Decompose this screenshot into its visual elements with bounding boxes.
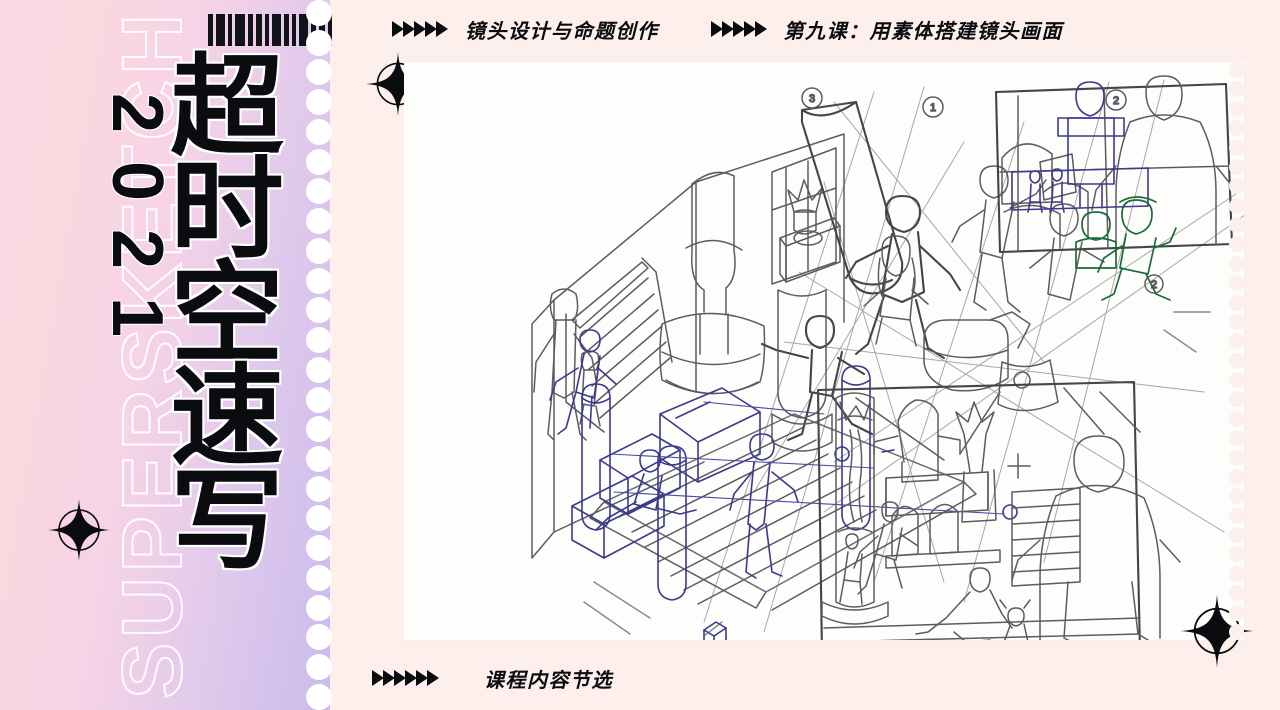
scallop-dot [306, 386, 332, 413]
scallop-dot [306, 59, 332, 86]
triangle-arrow-icon [383, 670, 395, 686]
barcode-bar [299, 14, 308, 46]
triangle-arrow-icon [403, 21, 415, 37]
svg-text:1: 1 [930, 102, 936, 114]
barcode-bar [284, 14, 289, 46]
header-left-group: 镜头设计与命题创作 [392, 15, 659, 44]
barcode-bar [272, 14, 281, 46]
header-bar: 镜头设计与命题创作 第九课：用素体搭建镜头画面 [330, 0, 1280, 58]
triangle-arrow-icon [414, 21, 426, 37]
barcode-bar [208, 14, 213, 46]
triangle-arrow-icon [394, 670, 406, 686]
scallop-dot [306, 475, 332, 502]
barcode-bar [235, 14, 245, 46]
scallop-dot [306, 267, 332, 294]
triangle-arrow-icon [721, 21, 734, 37]
triangle-arrow-icon [427, 670, 439, 686]
barcode-bar [248, 14, 253, 46]
year-digit: 2 [96, 92, 177, 132]
triangle-arrow-icon [392, 21, 404, 37]
triangle-arrow-icon [732, 21, 745, 37]
triangle-arrow-icon [743, 21, 756, 37]
title-char: 速 [170, 353, 284, 482]
scallop-dot [306, 118, 332, 145]
scallop-dot [306, 237, 332, 264]
triangle-arrow-icon [405, 670, 417, 686]
svg-text:3: 3 [809, 93, 815, 105]
svg-text:2: 2 [1113, 95, 1119, 107]
barcode-bar [319, 14, 325, 46]
title-char: 时 [170, 146, 284, 275]
scallop-dot [306, 654, 332, 681]
scallop-dot [306, 535, 332, 562]
svg-text:2: 2 [1151, 279, 1157, 291]
scallop-dot [306, 148, 332, 175]
year-digit: 2 [96, 228, 177, 268]
year-stack: 2 0 2 1 [96, 80, 177, 348]
triangle-arrow-icon [425, 21, 437, 37]
header-right-label: 第九课：用素体搭建镜头画面 [783, 18, 1063, 43]
footer-bar: 课程内容节选 [330, 655, 1050, 701]
barcode-bar [311, 14, 316, 46]
arrow-run-icon [372, 670, 439, 686]
barcode-bar [292, 14, 296, 46]
footer-label: 课程内容节选 [484, 667, 613, 692]
page-title: 超 时 空 速 写 [170, 43, 284, 585]
header-right-group: 第九课：用素体搭建镜头画面 [710, 15, 1064, 44]
barcode-bar [216, 14, 225, 46]
barcode-bar [228, 14, 232, 46]
triangle-arrow-icon [754, 21, 767, 37]
arrow-run-icon [710, 21, 767, 37]
scallop-dot [306, 505, 332, 532]
scallop-dot [306, 624, 332, 651]
scallop-dot [306, 208, 332, 235]
scallop-dot [306, 327, 332, 354]
scallop-dot [306, 356, 332, 383]
arrow-run-icon [392, 21, 448, 37]
triangle-arrow-icon [372, 670, 384, 686]
sparkle-icon [48, 499, 110, 561]
year-digit: 1 [96, 296, 177, 336]
year-digit: 0 [96, 160, 177, 200]
header-left-label: 镜头设计与命题创作 [465, 18, 659, 43]
storyboard-sketch: .pz { fill:none; stroke:#5b5b63; stroke-… [404, 62, 1244, 640]
scallop-dot [306, 416, 332, 443]
scallop-dot [306, 446, 332, 473]
scallop-dot [306, 89, 332, 116]
barcode-decoration [208, 14, 332, 46]
scallop-dot [306, 683, 332, 710]
scallop-dot [306, 297, 332, 324]
scallop-dot [306, 594, 332, 621]
triangle-arrow-icon [710, 21, 723, 37]
left-gradient-panel: SUPERSKETCH 2 0 2 1 超 时 空 速 写 [0, 0, 332, 710]
triangle-arrow-icon [416, 670, 428, 686]
title-char: 空 [170, 249, 284, 378]
barcode-bar [265, 14, 269, 46]
scallop-dot [306, 178, 332, 205]
title-char: 写 [170, 456, 284, 585]
triangle-arrow-icon [436, 21, 448, 37]
sketch-artwork-paper: .pz { fill:none; stroke:#5b5b63; stroke-… [404, 62, 1244, 640]
title-char: 超 [170, 43, 284, 171]
scallop-dot [306, 564, 332, 591]
scalloped-edge-left-panel [305, 0, 332, 710]
barcode-bar [256, 14, 262, 46]
